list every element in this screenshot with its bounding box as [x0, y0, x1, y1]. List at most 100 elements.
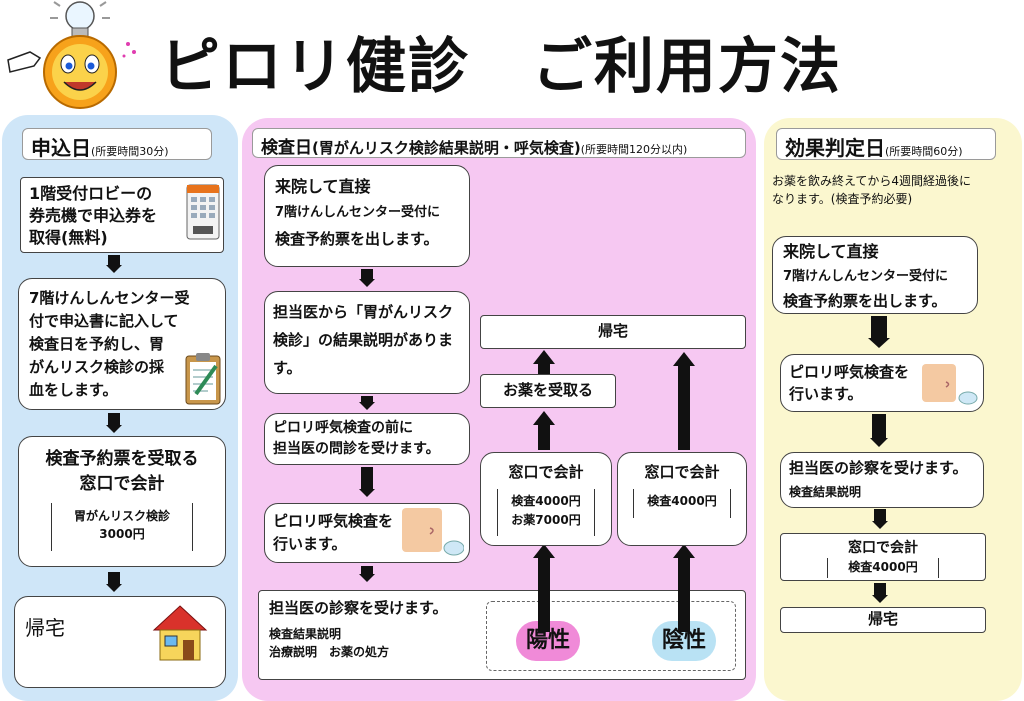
apply-home-label: 帰宅 — [25, 616, 65, 640]
exam-interview-line1: ピロリ呼気検査の前に — [273, 420, 413, 436]
exam-step-visit: 来院して直接 7階けんしんセンター受付に 検査予約票を出します。 — [264, 165, 470, 267]
apply-payment-line1: 検査予約票を受取る — [45, 449, 199, 469]
result-visit-line3: 検査予約票を出します。 — [783, 292, 947, 310]
result-payment-title: 窓口で会計 — [848, 540, 918, 556]
result-positive-badge: 陽性 — [516, 621, 580, 661]
exam-step-interview: ピロリ呼気検査の前に 担当医の問診を受けます。 — [264, 413, 470, 465]
breath-test-icon — [402, 508, 465, 558]
exam-consult-line2: 治療説明 お薬の処方 — [269, 645, 390, 659]
result-day-label: 効果判定日 — [785, 136, 885, 160]
result-arrow-1 — [868, 316, 890, 348]
result-arrow-3 — [872, 509, 888, 529]
apply-day-header: 申込日(所要時間30分) — [22, 128, 212, 160]
exam-home-label: 帰宅 — [597, 322, 628, 340]
apply-day-label: 申込日 — [31, 136, 91, 160]
result-consult-title: 担当医の診察を受けます。 — [789, 459, 968, 477]
positive-up-arrow — [533, 544, 555, 632]
ticket-machine-icon — [186, 184, 220, 240]
exam-visit-line1: 来院して直接 — [275, 177, 371, 196]
exam-explain-line1: 担当医から「胃がんリスク — [273, 303, 454, 321]
exam-arrow-2 — [359, 396, 375, 410]
medicine-pickup-box: お薬を受取る — [480, 374, 616, 408]
negative-to-home-arrow — [673, 352, 695, 450]
exam-visit-line3: 検査予約票を出します。 — [275, 230, 439, 248]
result-step-breath: ピロリ呼気検査を 行います。 — [780, 354, 984, 412]
exam-consult-line1: 検査結果説明 — [269, 627, 342, 641]
exam-step-breath: ピロリ呼気検査を 行います。 — [264, 503, 470, 563]
exam-interview-line2: 担当医の問診を受けます。 — [273, 441, 440, 457]
apply-step-ticket-line1: 1階受付ロビーの — [29, 184, 153, 203]
positive-fee-medicine: お薬7000円 — [511, 513, 581, 527]
result-visit-line2: 7階けんしんセンター受付に — [783, 269, 949, 284]
apply-step-register-line2: 付で申込書に記入して — [29, 312, 179, 330]
result-step-payment: 窓口で会計 検査4000円 — [780, 533, 986, 581]
apply-arrow-2 — [106, 413, 122, 433]
clipboard-icon — [184, 352, 222, 406]
exam-visit-line2: 7階けんしんセンター受付に — [275, 205, 441, 220]
exam-arrow-4 — [359, 566, 375, 582]
result-step-visit: 来院して直接 7階けんしんセンター受付に 検査予約票を出します。 — [772, 236, 978, 314]
exam-arrow-1 — [359, 269, 375, 287]
negative-payment-title: 窓口で会計 — [644, 463, 720, 481]
payment-to-medicine-arrow — [533, 411, 555, 450]
exam-day-label: 検査日 — [261, 138, 312, 158]
positive-fee-bracket: 検査4000円 お薬7000円 — [497, 489, 595, 536]
house-icon — [152, 604, 208, 662]
exam-day-header: 検査日(胃がんリスク検診結果説明・呼気検査)(所要時間120分以内) — [252, 128, 746, 158]
apply-fee-value: 3000円 — [99, 527, 145, 541]
apply-payment-line2: 窓口で会計 — [79, 474, 165, 494]
apply-step-register-line5: 血をします。 — [29, 381, 118, 399]
apply-fee-bracket: 胃がんリスク検診 3000円 — [51, 503, 193, 551]
positive-payment-box: 窓口で会計 検査4000円 お薬7000円 — [480, 452, 612, 546]
result-dashed-frame — [486, 601, 736, 671]
exam-step-explain: 担当医から「胃がんリスク 検診」の結果説明がありま す。 — [264, 291, 470, 394]
negative-payment-box: 窓口で会計 検査4000円 — [617, 452, 747, 546]
result-note-line1: お薬を飲み終えてから4週間経過後に — [772, 174, 972, 188]
apply-fee-name: 胃がんリスク検診 — [73, 509, 170, 523]
result-step-home: 帰宅 — [780, 607, 986, 633]
result-fee-bracket: 検査4000円 — [827, 558, 939, 578]
apply-step-register-line1: 7階けんしんセンター受 — [29, 289, 190, 307]
result-day-header: 効果判定日(所要時間60分) — [776, 128, 996, 160]
exam-explain-line3: す。 — [273, 359, 302, 377]
exam-home-box: 帰宅 — [480, 315, 746, 349]
result-fee-exam: 検査4000円 — [848, 560, 918, 574]
negative-up-arrow — [673, 544, 695, 632]
breath-test-icon — [922, 364, 978, 408]
result-arrow-2 — [870, 414, 888, 447]
exam-arrow-3 — [359, 467, 375, 497]
result-breath-line1: ピロリ呼気検査を — [789, 363, 910, 381]
exam-breath-line2: 行います。 — [273, 535, 347, 553]
exam-explain-line2: 検診」の結果説明がありま — [273, 331, 454, 349]
positive-payment-title: 窓口で会計 — [508, 463, 584, 481]
apply-arrow-3 — [106, 572, 122, 592]
result-step-consult: 担当医の診察を受けます。 検査結果説明 — [780, 452, 984, 508]
result-positive-label: 陽性 — [525, 628, 570, 653]
apply-step-ticket-line2: 券売機で申込券を — [29, 206, 158, 225]
exam-day-detail: (胃がんリスク検診結果説明・呼気検査) — [312, 139, 581, 157]
page-title: ピロリ健診 ご利用方法 — [160, 32, 842, 102]
medicine-to-home-arrow — [533, 350, 555, 374]
apply-step-register-line4: がんリスク検診の採 — [29, 358, 165, 376]
apply-arrow-1 — [106, 255, 122, 273]
result-home-label: 帰宅 — [867, 610, 898, 628]
medicine-pickup-label: お薬を受取る — [502, 381, 593, 399]
negative-fee-exam: 検査4000円 — [647, 494, 717, 508]
apply-step-payment: 検査予約票を受取る 窓口で会計 胃がんリスク検診 3000円 — [18, 436, 226, 567]
lightbulb-sun-mascot-icon — [0, 0, 150, 115]
result-day-time: (所要時間60分) — [885, 145, 963, 158]
apply-step-register-line3: 検査日を予約し、胃 — [29, 335, 165, 353]
result-breath-line2: 行います。 — [789, 385, 863, 403]
result-note-line2: なります。(検査予約必要) — [772, 192, 913, 206]
apply-day-time: (所要時間30分) — [91, 145, 169, 158]
result-consult-line1: 検査結果説明 — [789, 485, 862, 499]
exam-day-time: (所要時間120分以内) — [580, 143, 688, 156]
apply-step-ticket-line3: 取得(無料) — [29, 228, 108, 247]
result-arrow-4 — [872, 583, 888, 603]
result-visit-line1: 来院して直接 — [783, 242, 879, 261]
negative-fee-bracket: 検査4000円 — [633, 489, 731, 518]
result-day-note: お薬を飲み終えてから4週間経過後に なります。(検査予約必要) — [772, 172, 1018, 208]
exam-consult-title: 担当医の診察を受けます。 — [269, 599, 448, 617]
positive-fee-exam: 検査4000円 — [511, 494, 581, 508]
exam-breath-line1: ピロリ呼気検査を — [273, 512, 394, 530]
